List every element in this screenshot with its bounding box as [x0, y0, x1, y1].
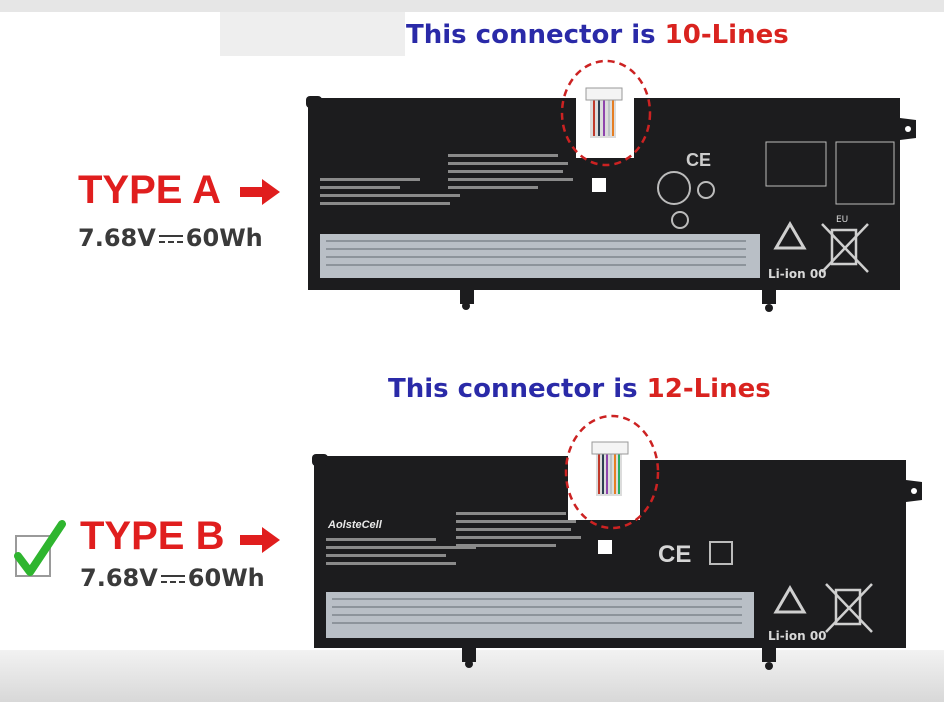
battery-b-image: AolsteCell CE Li-ion 00: [312, 414, 922, 670]
type-a-capacity: 60Wh: [185, 224, 263, 252]
crossed-bin-icon: [821, 223, 869, 273]
top-strip-inset: [220, 12, 405, 56]
connector-b-prefix: This connector is: [388, 374, 647, 404]
type-b-label: TYPE B: [80, 514, 225, 558]
type-a-label: TYPE A: [78, 168, 221, 212]
arrow-right-icon: [240, 179, 280, 205]
connector-b-lines: 12-Lines: [646, 374, 771, 404]
recycle-icon: [773, 585, 807, 614]
li-ion-label-a: Li-ion 00: [768, 267, 827, 281]
type-b-voltage: 7.68V: [80, 564, 158, 592]
eu-label: EU: [836, 215, 848, 225]
type-a-voltage: 7.68V: [78, 224, 156, 252]
type-b-capacity: 60Wh: [187, 564, 265, 592]
dc-symbol-icon: [160, 572, 185, 586]
connector-a-lines: 10-Lines: [664, 20, 789, 50]
top-strip: [0, 0, 944, 12]
checkmark-icon: [14, 520, 66, 577]
ce-mark: CE: [686, 150, 711, 170]
arrow-right-icon: [240, 527, 280, 553]
connector-b-heading: This connector is 12-Lines: [388, 374, 771, 404]
type-b-spec: 7.68V 60Wh: [80, 564, 265, 592]
ce-mark-icon: CE: [658, 541, 691, 568]
battery-a-image: CE Li-ion 00 EU: [306, 59, 916, 312]
li-ion-label-b: Li-ion 00: [768, 629, 827, 643]
connector-a-heading: This connector is 10-Lines: [406, 20, 789, 50]
type-a-spec: 7.68V 60Wh: [78, 224, 263, 252]
battery-brand: AolsteCell: [327, 519, 383, 531]
dc-symbol-icon: [158, 232, 183, 246]
connector-a-prefix: This connector is: [406, 20, 665, 50]
crossed-bin-icon: [825, 583, 873, 633]
recycle-icon: [773, 221, 807, 250]
